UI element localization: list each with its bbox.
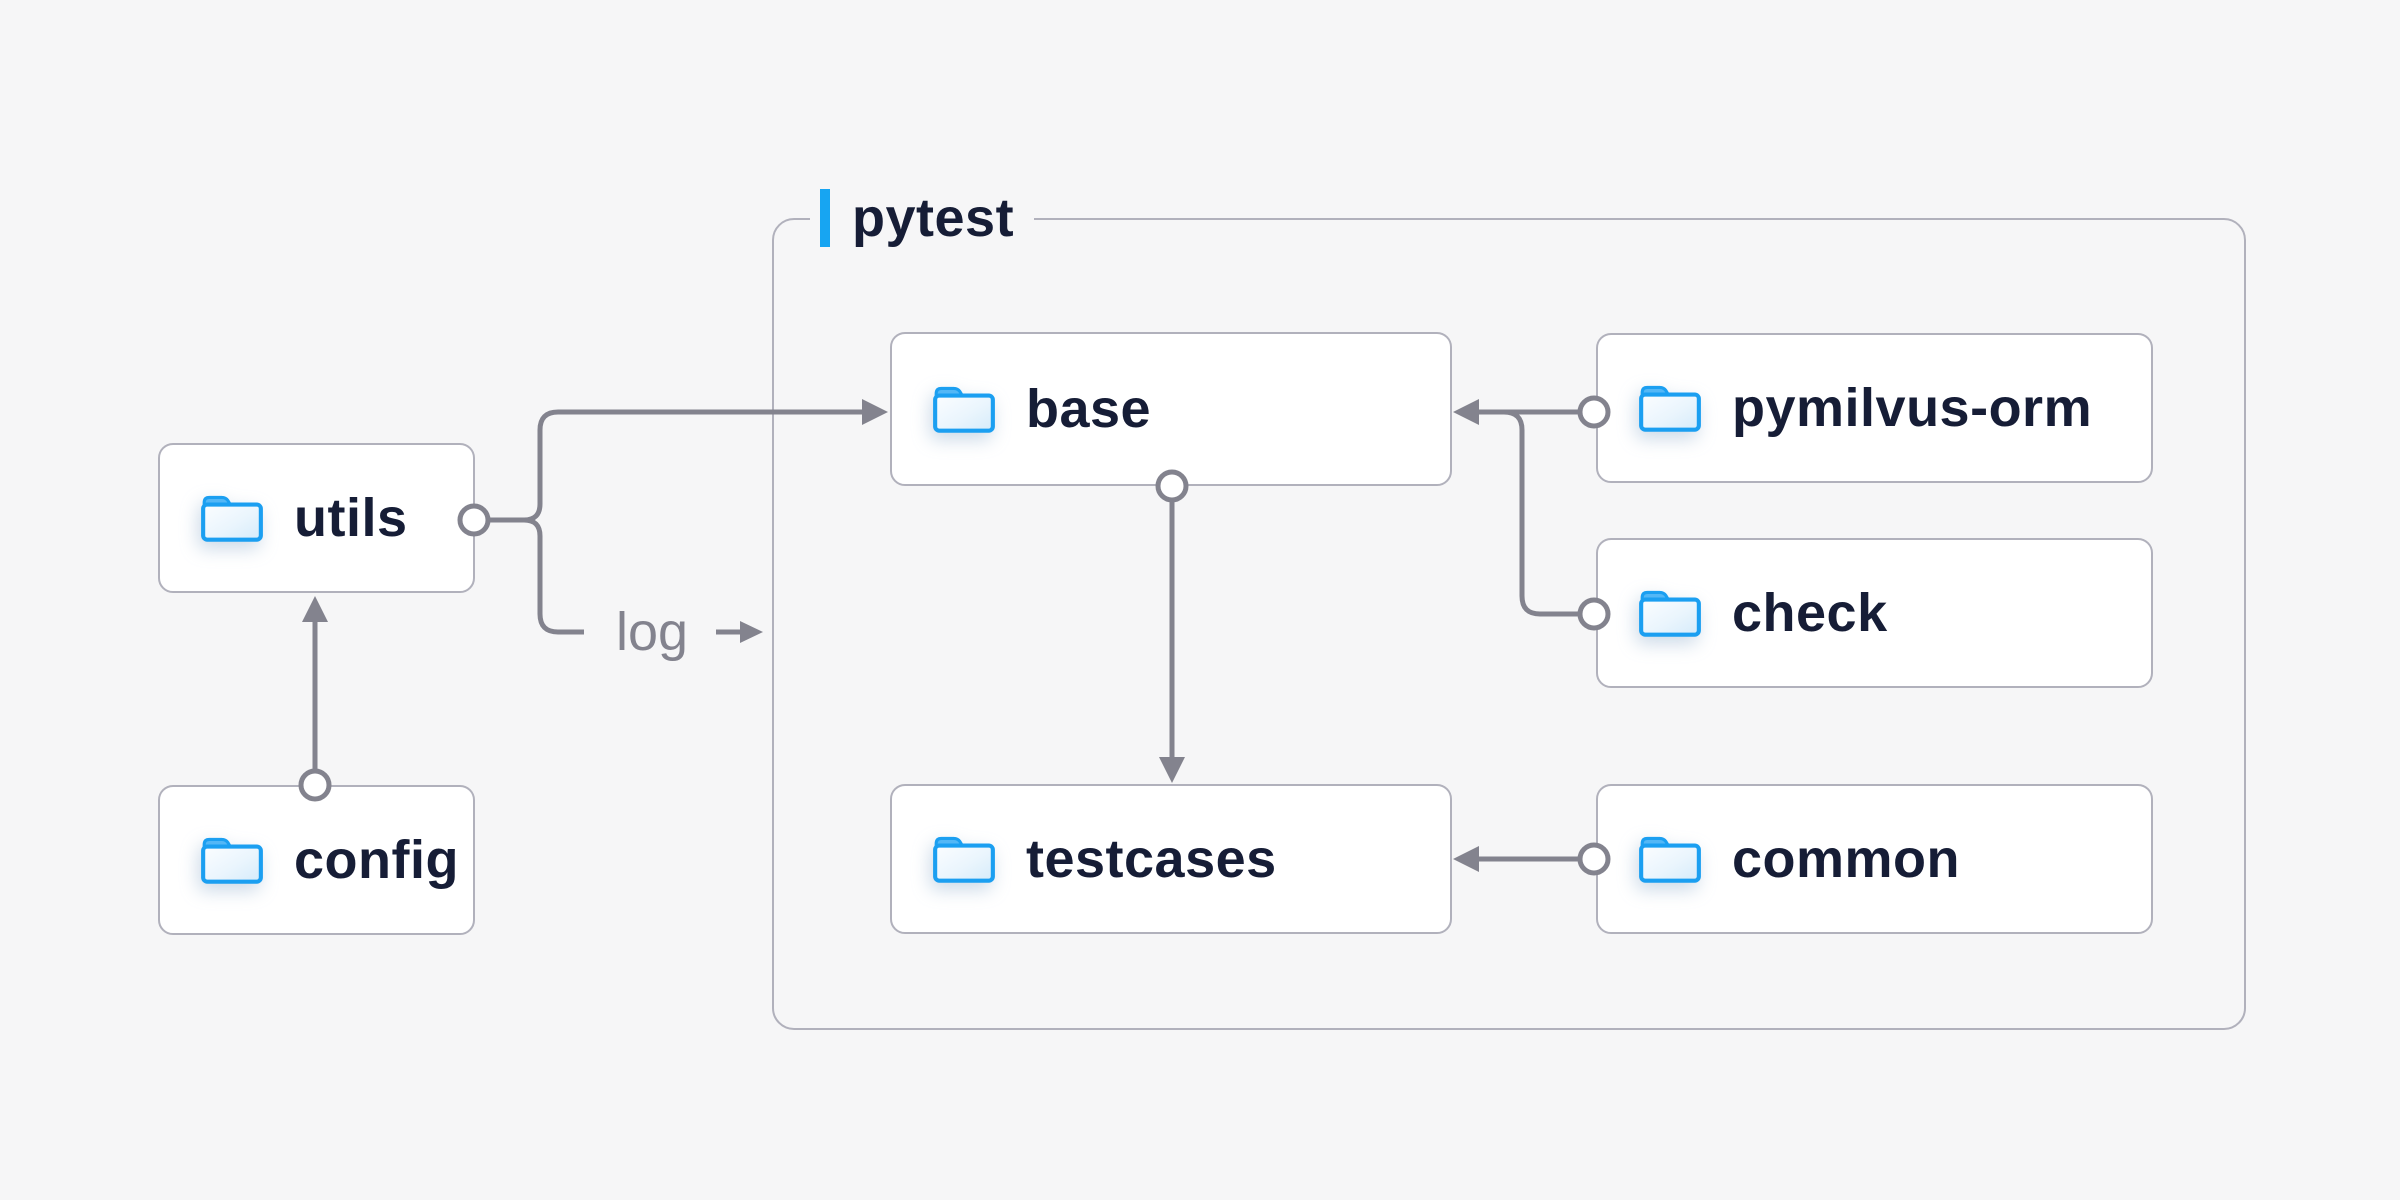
node-label-pymilvus-orm: pymilvus-orm <box>1732 378 2093 438</box>
node-base: base <box>890 332 1452 486</box>
folder-icon <box>1639 836 1701 883</box>
accent-bar <box>820 189 830 247</box>
folder-icon <box>1639 590 1701 637</box>
folder-icon <box>201 837 263 884</box>
edge-utils-log <box>523 517 584 635</box>
pytest-group-container: pytest <box>772 184 2246 1030</box>
node-pymilvus-orm: pymilvus-orm <box>1596 333 2153 483</box>
node-common: common <box>1596 784 2153 934</box>
folder-icon <box>933 386 995 433</box>
node-label-utils: utils <box>294 488 408 548</box>
node-label-check: check <box>1732 583 1888 643</box>
folder-icon <box>1639 385 1701 432</box>
node-label-config: config <box>294 830 459 890</box>
node-label-base: base <box>1026 379 1152 439</box>
pytest-group-label: pytest <box>810 184 1035 252</box>
arrowhead-log <box>740 621 763 643</box>
node-label-testcases: testcases <box>1026 829 1277 889</box>
folder-icon <box>201 495 263 542</box>
log-edge-label: log <box>615 602 689 662</box>
node-utils: utils <box>158 443 475 593</box>
arrowhead-config-utils <box>302 596 328 622</box>
folder-icon <box>933 836 995 883</box>
node-testcases: testcases <box>890 784 1452 934</box>
pytest-group-title: pytest <box>852 188 1015 248</box>
node-label-common: common <box>1732 829 1961 889</box>
node-config: config <box>158 785 475 935</box>
node-check: check <box>1596 538 2153 688</box>
